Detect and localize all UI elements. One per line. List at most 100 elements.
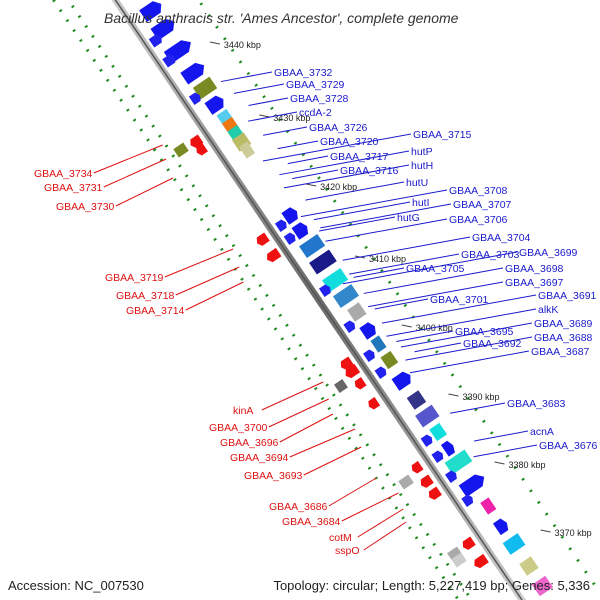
forward-gene-arrow	[431, 450, 444, 463]
forward-gene-arrow	[363, 349, 375, 362]
forward-gene-label[interactable]: GBAA_3716	[340, 165, 399, 177]
forward-label-leader	[342, 236, 471, 261]
forward-gene-arrow	[188, 92, 201, 105]
reverse-gene-label[interactable]: GBAA_3731	[44, 182, 103, 194]
reverse-strand-labels: GBAA_3734GBAA_3731GBAA_3730GBAA_3719GBAA…	[34, 144, 407, 557]
forward-gene-label[interactable]: hutU	[406, 177, 428, 189]
forward-gene-arrow	[374, 366, 387, 379]
reverse-gene-label[interactable]: cotM	[329, 532, 352, 544]
forward-gene-label[interactable]: hutG	[397, 212, 420, 224]
forward-label-leader	[450, 402, 506, 414]
reverse-gene-arrow	[428, 486, 442, 500]
reverse-label-leader	[341, 492, 399, 522]
forward-gene-label[interactable]: GBAA_3726	[309, 122, 368, 134]
reverse-gene-label[interactable]: GBAA_3696	[220, 437, 279, 449]
gene-block	[322, 268, 349, 292]
forward-gene-label[interactable]: GBAA_3729	[286, 79, 345, 91]
forward-gene-label[interactable]: GBAA_3701	[430, 294, 489, 306]
forward-gene-label[interactable]: GBAA_3728	[290, 93, 349, 105]
reverse-gene-arrow	[190, 134, 204, 148]
gene-block	[502, 533, 526, 555]
forward-gene-label[interactable]: GBAA_3717	[330, 151, 389, 163]
reverse-label-leader	[303, 446, 362, 476]
forward-gene-arrow	[148, 34, 162, 48]
forward-gene-label[interactable]: GBAA_3699	[519, 247, 578, 259]
reverse-gene-label[interactable]: kinA	[233, 405, 253, 417]
gene-block	[332, 284, 360, 308]
forward-label-leader	[409, 350, 530, 374]
reverse-gene-arrow	[340, 356, 354, 370]
tick-mark	[259, 114, 270, 118]
forward-label-leader	[368, 281, 504, 308]
forward-gene-label[interactable]: GBAA_3683	[507, 398, 566, 410]
kbp-tick-label: 3420 kbp	[320, 182, 357, 192]
forward-gene-label[interactable]: GBAA_3692	[463, 338, 522, 350]
forward-gene-label[interactable]: GBAA_3705	[406, 263, 465, 275]
reverse-gene-label[interactable]: GBAA_3694	[230, 452, 289, 464]
forward-gene-label[interactable]: hutP	[411, 146, 433, 158]
reverse-gene-label[interactable]: GBAA_3719	[105, 272, 164, 284]
forward-gene-label[interactable]: GBAA_3720	[320, 136, 379, 148]
forward-gene-label[interactable]: GBAA_3687	[531, 346, 590, 358]
reverse-gene-label[interactable]: GBAA_3730	[56, 201, 115, 213]
forward-label-leader	[319, 216, 396, 232]
forward-label-leader	[300, 189, 448, 218]
forward-gene-label[interactable]: GBAA_3698	[505, 263, 564, 275]
forward-gene-label[interactable]: GBAA_3676	[539, 440, 598, 452]
forward-gene-label[interactable]: ccdA-2	[299, 107, 332, 119]
forward-label-leader	[414, 342, 462, 353]
reverse-gene-label[interactable]: GBAA_3714	[126, 305, 185, 317]
gene-block	[173, 142, 189, 158]
reverse-gene-label[interactable]: GBAA_3684	[282, 516, 341, 528]
reverse-gene-label[interactable]: GBAA_3700	[209, 422, 268, 434]
reverse-gene-label[interactable]: GBAA_3718	[116, 290, 175, 302]
gene-block	[347, 302, 367, 322]
reverse-gene-arrow	[267, 247, 282, 263]
forward-label-leader	[405, 336, 533, 361]
gene-block	[238, 141, 256, 159]
forward-label-leader	[381, 294, 537, 324]
forward-label-leader	[353, 267, 405, 278]
forward-gene-label[interactable]: hutI	[412, 197, 430, 209]
forward-gene-arrow	[461, 494, 474, 507]
reverse-label-leader	[103, 158, 167, 188]
gene-block	[380, 350, 399, 370]
kbp-tick-label: 3440 kbp	[224, 40, 261, 50]
forward-gene-label[interactable]: GBAA_3695	[455, 326, 514, 338]
forward-gene-label[interactable]: GBAA_3732	[274, 67, 333, 79]
reverse-gene-label[interactable]: GBAA_3686	[269, 501, 328, 513]
reverse-label-leader	[279, 413, 334, 443]
reverse-gene-label[interactable]: sspO	[335, 545, 360, 557]
reverse-gene-label[interactable]: GBAA_3734	[34, 168, 93, 180]
forward-gene-label[interactable]: GBAA_3708	[449, 185, 508, 197]
tick-mark	[540, 529, 551, 533]
forward-gene-label[interactable]: GBAA_3707	[453, 199, 512, 211]
forward-label-leader	[325, 218, 448, 242]
forward-gene-label[interactable]: GBAA_3691	[538, 290, 597, 302]
reverse-gene-arrow	[354, 377, 367, 390]
forward-gene-label[interactable]: acnA	[530, 426, 554, 438]
inner-dotted-track	[66, 0, 474, 600]
kbp-tick-label: 3430 kbp	[273, 113, 310, 123]
forward-label-leader	[287, 155, 329, 165]
forward-gene-label[interactable]: GBAA_3688	[534, 332, 593, 344]
forward-gene-label[interactable]: alkK	[538, 304, 558, 316]
forward-gene-label[interactable]: hutH	[411, 160, 433, 172]
forward-label-leader	[473, 444, 538, 458]
forward-gene-label[interactable]: GBAA_3697	[505, 277, 564, 289]
reverse-gene-arrow	[256, 232, 270, 246]
reverse-gene-arrow	[345, 363, 361, 379]
reverse-gene-arrow	[420, 474, 434, 488]
forward-gene-label[interactable]: GBAA_3703	[461, 249, 520, 261]
forward-gene-label[interactable]: GBAA_3689	[534, 318, 593, 330]
forward-gene-label[interactable]: GBAA_3706	[449, 214, 508, 226]
forward-gene-label[interactable]: GBAA_3704	[472, 232, 531, 244]
reverse-gene-label[interactable]: GBAA_3693	[244, 470, 303, 482]
kbp-tick-label: 3370 kbp	[555, 528, 592, 538]
forward-gene-label[interactable]: GBAA_3715	[413, 129, 472, 141]
forward-label-leader	[342, 251, 518, 285]
reverse-label-leader	[164, 248, 234, 278]
forward-label-leader	[279, 150, 410, 176]
forward-label-leader	[349, 253, 460, 275]
